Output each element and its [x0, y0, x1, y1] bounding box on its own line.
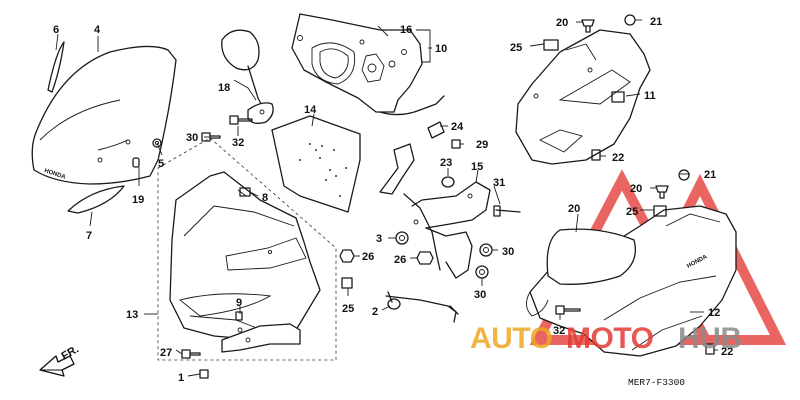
callout-13: 13 [126, 309, 138, 321]
part-27-screw [181, 349, 201, 359]
callout-1: 1 [178, 372, 184, 384]
watermark-text: AUTO MOTO HUB [470, 322, 742, 355]
part-25-clip-c [653, 205, 667, 217]
callout-15: 15 [471, 161, 483, 173]
callout-21b: 21 [704, 169, 716, 181]
part-2-grommet [387, 298, 401, 310]
callout-30a: 30 [502, 246, 514, 258]
part-31-bolt [493, 205, 521, 217]
part-3-rubber [395, 231, 409, 245]
callout-30b: 30 [474, 289, 486, 301]
leader-lines [55, 19, 718, 377]
callout-5: 5 [158, 158, 164, 170]
callout-25b: 25 [510, 42, 522, 54]
callout-20a: 20 [556, 17, 568, 29]
callout-14: 14 [304, 104, 317, 116]
watermark-auto: AUTO [470, 322, 553, 355]
part-13-front-cowl [169, 171, 321, 341]
callout-17: 18 [218, 82, 230, 94]
part-12-side-cowl: HONDA [526, 205, 737, 357]
callout-12: 12 [708, 307, 720, 319]
callout-18: 20 [568, 203, 580, 215]
callout-4: 4 [94, 24, 101, 36]
part-20-screw-b [655, 185, 669, 199]
part-9-clip [235, 311, 243, 321]
callout-28: 29 [476, 139, 488, 151]
part-32-bolt-a [229, 115, 253, 125]
part-20-screw-a [581, 19, 595, 33]
callout-23: 23 [440, 157, 452, 169]
callout-3: 3 [376, 233, 382, 245]
part-21-screw-b [678, 169, 690, 181]
callout-9: 9 [236, 297, 242, 309]
part-10-meter-panel [291, 13, 445, 116]
callout-26a: 26 [362, 251, 374, 263]
part-11-side-cover [515, 29, 651, 165]
part-14-plate [271, 115, 361, 213]
part-15-stay [379, 143, 491, 323]
callout-31: 31 [493, 177, 505, 189]
callout-32: 32 [232, 137, 244, 149]
assembly-box [157, 137, 337, 361]
part-1-screw [199, 369, 209, 379]
part-26-nut-b [416, 251, 434, 265]
callout-2: 2 [372, 306, 378, 318]
part-32-bolt-b [555, 305, 581, 315]
callout-22a: 22 [612, 152, 624, 164]
watermark-hub: HUB [678, 322, 742, 355]
part-28-bolt [451, 139, 461, 149]
callout-19: 19 [132, 194, 144, 206]
callout-16: 16 [400, 24, 412, 36]
callout-11: 11 [644, 90, 656, 102]
callout-8: 8 [262, 192, 268, 204]
callout-10: 10 [435, 43, 447, 55]
callout-25a: 25 [342, 303, 354, 315]
part-5-screw [152, 138, 162, 148]
callout-25c: 25 [626, 206, 638, 218]
part-26-nut-a [339, 249, 355, 263]
part-19-grommet [132, 157, 140, 168]
part-30-ring-b [475, 265, 489, 279]
watermark-moto: MOTO [566, 322, 654, 355]
diagram-code: MER7-F3300 [628, 377, 685, 388]
callout-26b: 26 [394, 254, 406, 266]
part-7-lip [67, 185, 125, 214]
part-23-grommet [441, 176, 455, 188]
front-direction-arrow: FR. [39, 343, 81, 377]
direction-label: FR. [60, 343, 81, 362]
part-bracket-lower [221, 323, 301, 353]
part-22-screw-a [591, 149, 601, 161]
part-6-deflector [47, 41, 65, 93]
part-18-lens-cover [546, 228, 637, 285]
part-4-windscreen: HONDA [31, 45, 177, 185]
callout-27: 27 [160, 347, 172, 359]
callout-7: 7 [86, 230, 92, 242]
callout-22b: 22 [721, 346, 733, 358]
part-29-bolt [201, 132, 221, 142]
part-25-clip-b [543, 39, 559, 51]
callout-21a: 21 [650, 16, 662, 28]
callout-20b: 20 [630, 183, 642, 195]
callout-32b: 32 [553, 325, 565, 337]
callout-24: 24 [451, 121, 464, 133]
part-22-screw-b [705, 343, 715, 355]
callout-29: 30 [186, 132, 198, 144]
part-30-ring-a [479, 243, 493, 257]
part-25-clip-a [341, 277, 353, 289]
callout-labels: 6 4 5 19 7 18 30 32 14 16 10 8 13 9 26 2… [53, 16, 733, 384]
part-24-clip [427, 121, 445, 139]
callout-6: 6 [53, 24, 59, 36]
part-17-mirror [221, 29, 274, 124]
part-21-screw-a [624, 14, 636, 26]
